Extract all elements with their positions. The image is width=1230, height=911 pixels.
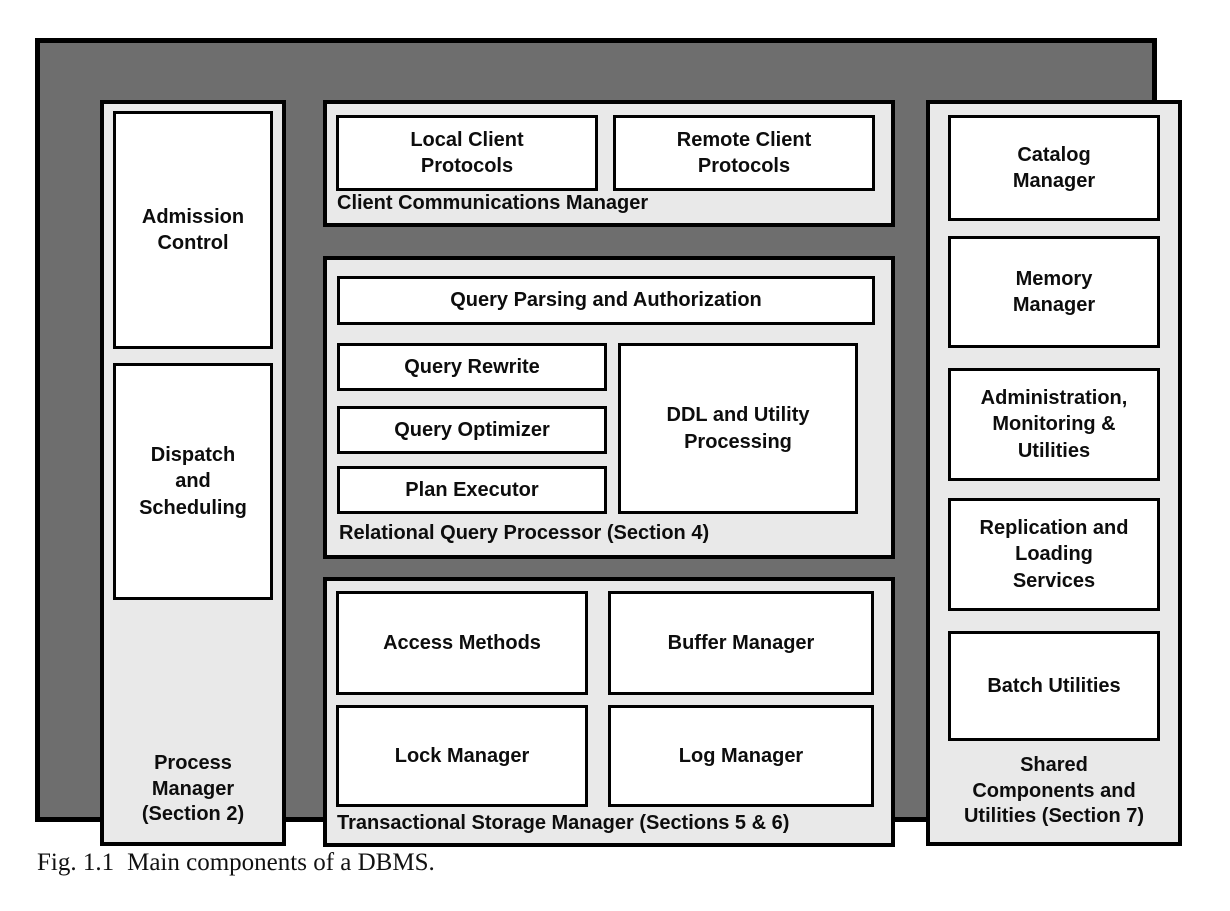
remote-client-protocols-box: Remote Client Protocols <box>613 115 875 191</box>
client-communications-manager-section: Local Client Protocols Remote Client Pro… <box>323 100 895 227</box>
figure-caption-number: Fig. 1.1 <box>37 849 115 876</box>
buffer-manager-box: Buffer Manager <box>608 591 874 695</box>
replication-loading-services-box: Replication and Loading Services <box>948 498 1160 611</box>
access-methods-box: Access Methods <box>336 591 588 695</box>
plan-executor-box: Plan Executor <box>337 466 607 514</box>
administration-monitoring-utilities-box: Administration, Monitoring & Utilities <box>948 368 1160 481</box>
query-optimizer-box: Query Optimizer <box>337 406 607 454</box>
shared-components-label: Shared Components and Utilities (Section… <box>963 754 1145 828</box>
ddl-utility-processing-box: DDL and Utility Processing <box>618 343 858 514</box>
local-client-protocols-box: Local Client Protocols <box>336 115 598 191</box>
admission-control-box: Admission Control <box>113 111 273 349</box>
dbms-outer-frame: Admission Control Dispatch and Schedulin… <box>35 38 1182 847</box>
dispatch-and-scheduling-box: Dispatch and Scheduling <box>113 363 273 600</box>
transactional-storage-manager-section: Access Methods Buffer Manager Lock Manag… <box>323 577 895 847</box>
catalog-manager-box: Catalog Manager <box>948 115 1160 221</box>
relational-query-processor-section: Query Parsing and Authorization Query Re… <box>323 256 895 559</box>
memory-manager-box: Memory Manager <box>948 236 1160 348</box>
client-communications-manager-label: Client Communications Manager <box>337 192 649 215</box>
query-parsing-authorization-box: Query Parsing and Authorization <box>337 276 875 325</box>
figure-caption: Fig. 1.1 Main components of a DBMS. <box>37 849 435 877</box>
figure-caption-text: Main components of a DBMS. <box>127 849 435 876</box>
lock-manager-box: Lock Manager <box>336 705 588 807</box>
batch-utilities-box: Batch Utilities <box>948 631 1160 741</box>
process-manager-panel: Admission Control Dispatch and Schedulin… <box>100 100 286 846</box>
shared-components-panel: Catalog Manager Memory Manager Administr… <box>926 100 1182 846</box>
relational-query-processor-label: Relational Query Processor (Section 4) <box>339 522 710 545</box>
transactional-storage-manager-label: Transactional Storage Manager (Sections … <box>337 812 790 835</box>
query-rewrite-box: Query Rewrite <box>337 343 607 391</box>
log-manager-box: Log Manager <box>608 705 874 807</box>
process-manager-label: Process Manager (Section 2) <box>141 752 245 826</box>
